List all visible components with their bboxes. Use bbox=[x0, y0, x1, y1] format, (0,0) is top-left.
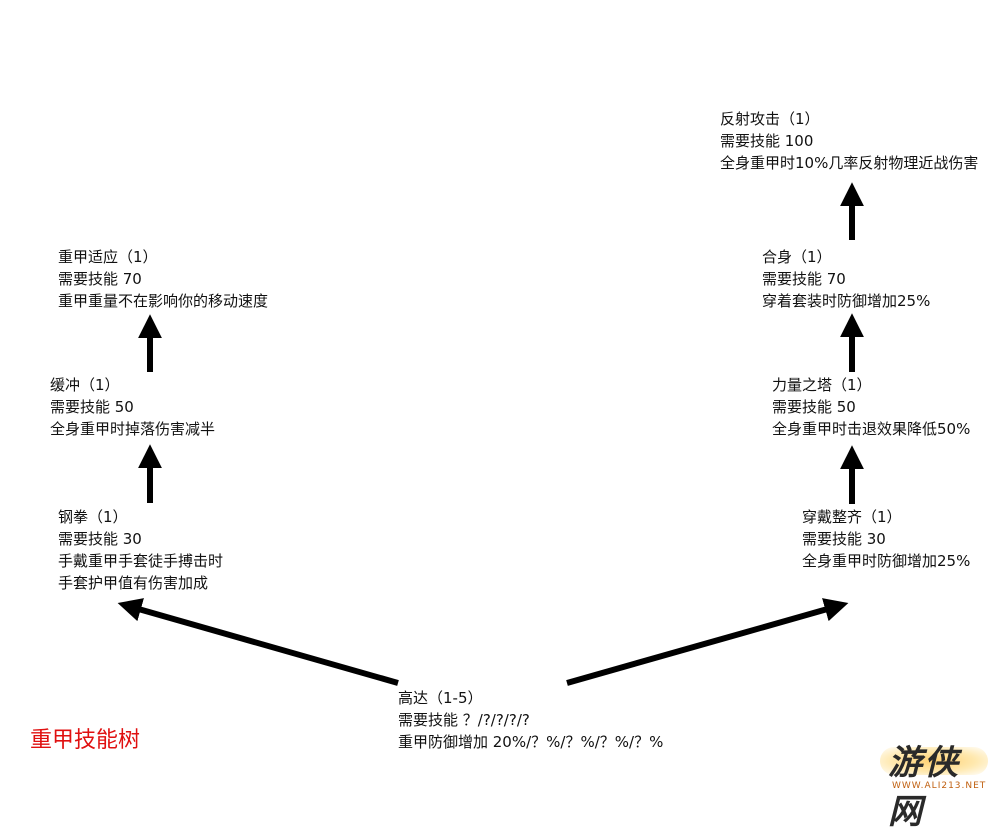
node-description: 全身重甲时击退效果降低50% bbox=[772, 420, 971, 438]
node-requirement: 需要技能 70 bbox=[762, 270, 846, 288]
node-fanshe: 反射攻击（1） 需要技能 100 全身重甲时10%几率反射物理近战伤害 bbox=[720, 108, 978, 174]
node-gaoda: 高达（1-5） 需要技能 ？/?/?/?/? 重甲防御增加 20%/？%/？%/… bbox=[398, 687, 663, 753]
node-requirement: 需要技能 30 bbox=[802, 530, 886, 548]
node-requirement: 需要技能 100 bbox=[720, 132, 814, 150]
node-description: 全身重甲时防御增加25% bbox=[802, 552, 971, 570]
node-zhongjia-shiying: 重甲适应（1） 需要技能 70 重甲重量不在影响你的移动速度 bbox=[58, 246, 268, 312]
node-requirement: 需要技能 50 bbox=[772, 398, 856, 416]
node-requirement: 需要技能 70 bbox=[58, 270, 142, 288]
arrow-gaoda-to-gangquan bbox=[117, 598, 399, 686]
node-name: 合身（1） bbox=[762, 248, 832, 266]
node-name: 钢拳（1） bbox=[58, 508, 128, 526]
node-liliang: 力量之塔（1） 需要技能 50 全身重甲时击退效果降低50% bbox=[772, 374, 970, 440]
node-description: 重甲防御增加 20%/？%/？%/？%/？% bbox=[398, 733, 664, 751]
node-name: 反射攻击（1） bbox=[720, 110, 820, 128]
node-description-2: 手套护甲值有伤害加成 bbox=[58, 574, 209, 592]
node-name: 重甲适应（1） bbox=[58, 248, 158, 266]
logo-url: WWW.ALI213.NET bbox=[892, 781, 987, 791]
node-chuandai: 穿戴整齐（1） 需要技能 30 全身重甲时防御增加25% bbox=[802, 506, 970, 572]
node-requirement: 需要技能 50 bbox=[50, 398, 134, 416]
node-requirement: 需要技能 ？/?/?/?/? bbox=[398, 711, 530, 729]
arrows-layer bbox=[117, 182, 864, 686]
node-name: 力量之塔（1） bbox=[772, 376, 872, 394]
node-description: 全身重甲时10%几率反射物理近战伤害 bbox=[720, 154, 979, 172]
skill-tree-title: 重甲技能树 bbox=[30, 728, 141, 753]
node-description: 穿着套装时防御增加25% bbox=[762, 292, 931, 310]
node-name: 穿戴整齐（1） bbox=[802, 508, 902, 526]
node-name: 缓冲（1） bbox=[50, 376, 120, 394]
node-description: 重甲重量不在影响你的移动速度 bbox=[58, 292, 269, 310]
watermark-logo: 游侠网 WWW.ALI213.NET bbox=[880, 735, 992, 832]
node-description: 手戴重甲手套徒手搏击时 bbox=[58, 552, 224, 570]
node-huanchong: 缓冲（1） 需要技能 50 全身重甲时掉落伤害减半 bbox=[50, 374, 215, 440]
node-requirement: 需要技能 30 bbox=[58, 530, 142, 548]
node-gangquan: 钢拳（1） 需要技能 30 手戴重甲手套徒手搏击时 手套护甲值有伤害加成 bbox=[58, 506, 223, 594]
arrow-gaoda-to-chuandai bbox=[566, 598, 849, 686]
logo-glow bbox=[880, 747, 988, 775]
node-description: 全身重甲时掉落伤害减半 bbox=[50, 420, 216, 438]
node-heshen: 合身（1） 需要技能 70 穿着套装时防御增加25% bbox=[762, 246, 930, 312]
node-name: 高达（1-5） bbox=[398, 689, 483, 707]
